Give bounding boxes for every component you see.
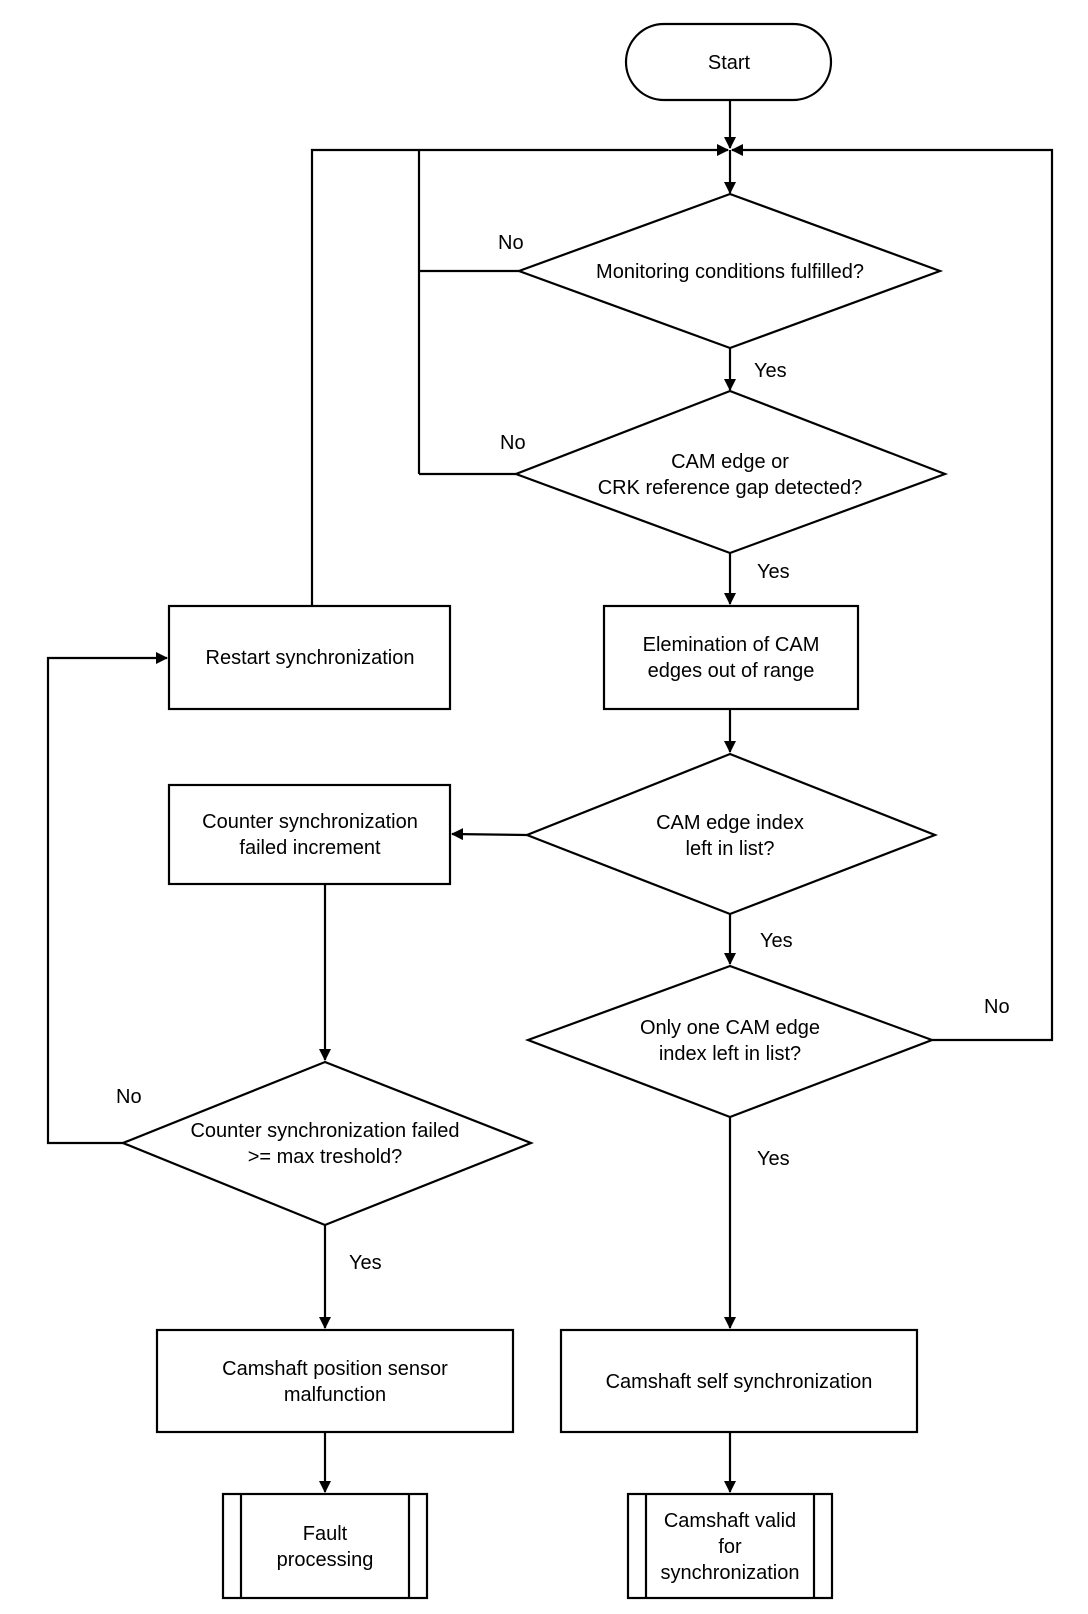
node-monitoring-decision: Monitoring conditions fulfilled? <box>515 192 944 350</box>
label-only-one-yes: Yes <box>757 1148 790 1170</box>
node-monitoring-label: Monitoring conditions fulfilled? <box>596 261 864 283</box>
only-one-label-line: index left in list? <box>659 1043 801 1065</box>
node-self-sync: Camshaft self synchronization <box>559 1328 919 1434</box>
node-fault-processing: Fault processing <box>221 1492 429 1600</box>
fault-label-line: processing <box>277 1549 374 1571</box>
label-monitoring-yes: Yes <box>754 360 787 382</box>
label-cam-edge-yes: Yes <box>757 561 790 583</box>
only-one-label-line: Only one CAM edge <box>640 1017 820 1039</box>
threshold-label-line: >= max treshold? <box>248 1146 403 1168</box>
node-camshaft-valid: Camshaft valid for synchronization <box>626 1492 834 1600</box>
node-restart: Restart synchronization <box>167 604 452 711</box>
node-fault-processing-label: Fault processing <box>277 1523 374 1571</box>
index-left-label-line: CAM edge index <box>656 812 804 834</box>
cam-edge-label-line: CAM edge or <box>671 451 789 473</box>
label-cam-edge-no: No <box>500 432 526 454</box>
valid-label-line: Camshaft valid <box>664 1510 796 1532</box>
counter-inc-label-line: Counter synchronization <box>202 811 418 833</box>
malfunction-label-line: malfunction <box>284 1384 386 1406</box>
node-elimination-label: Elemination of CAM edges out of range <box>643 634 820 682</box>
elimination-label-line: Elemination of CAM <box>643 634 820 656</box>
self-sync-label-line: Camshaft self synchronization <box>606 1371 873 1393</box>
node-counter-increment-label: Counter synchronization failed increment <box>202 811 418 859</box>
counter-inc-label-line: failed increment <box>239 837 381 859</box>
node-only-one-decision: Only one CAM edge index left in list? <box>524 964 936 1119</box>
edge-index-left-no <box>451 828 528 841</box>
node-malfunction: Camshaft position sensor malfunction <box>155 1328 515 1434</box>
label-threshold-no: No <box>116 1086 142 1108</box>
edge-restart-loop-return <box>310 144 729 606</box>
node-counter-increment: Counter synchronization failed increment <box>167 783 452 886</box>
monitoring-label-line: Monitoring conditions fulfilled? <box>596 261 864 283</box>
node-index-left-decision: CAM edge index left in list? <box>523 752 939 916</box>
edge-only-one-no <box>731 144 1054 1042</box>
node-restart-label: Restart synchronization <box>206 647 415 669</box>
valid-label-line: for <box>718 1536 742 1558</box>
node-only-one-label: Only one CAM edge index left in list? <box>640 1017 820 1065</box>
node-elimination: Elemination of CAM edges out of range <box>602 604 860 711</box>
elimination-label-line: edges out of range <box>648 660 815 682</box>
label-only-one-no: No <box>984 996 1010 1018</box>
node-self-sync-label: Camshaft self synchronization <box>606 1371 873 1393</box>
node-cam-edge-label: CAM edge or CRK reference gap detected? <box>598 451 863 499</box>
edge-threshold-no <box>46 652 168 1145</box>
node-cam-edge-decision: CAM edge or CRK reference gap detected? <box>512 389 949 555</box>
node-index-left-label: CAM edge index left in list? <box>656 812 804 860</box>
node-camshaft-valid-label: Camshaft valid for synchronization <box>661 1510 800 1584</box>
node-threshold-decision: Counter synchronization failed >= max tre… <box>120 1060 534 1227</box>
fault-label-line: Fault <box>303 1523 348 1545</box>
label-monitoring-no: No <box>498 232 524 254</box>
label-index-left-yes: Yes <box>760 930 793 952</box>
restart-label-line: Restart synchronization <box>206 647 415 669</box>
valid-label-line: synchronization <box>661 1562 800 1584</box>
index-left-label-line: left in list? <box>686 838 775 860</box>
malfunction-label-line: Camshaft position sensor <box>222 1358 448 1380</box>
start-label-line: Start <box>708 52 751 74</box>
node-malfunction-label: Camshaft position sensor malfunction <box>222 1358 448 1406</box>
cam-edge-label-line: CRK reference gap detected? <box>598 477 863 499</box>
threshold-label-line: Counter synchronization failed <box>190 1120 459 1142</box>
node-start: Start <box>624 22 833 102</box>
node-start-label: Start <box>708 52 751 74</box>
label-threshold-yes: Yes <box>349 1252 382 1274</box>
node-threshold-label: Counter synchronization failed >= max tre… <box>190 1120 459 1168</box>
